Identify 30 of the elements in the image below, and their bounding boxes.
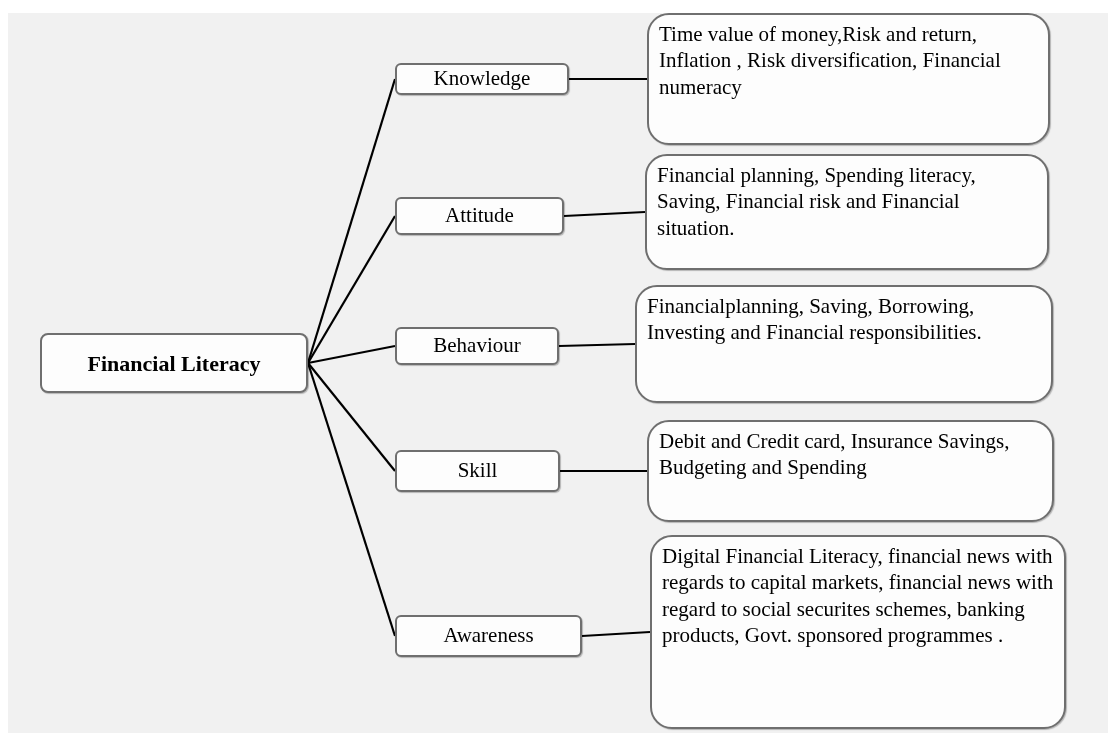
description-text: Financialplanning, Saving, Borrowing, Investing and Financial responsibilities. <box>647 293 983 346</box>
root-box <box>40 333 308 393</box>
description-text: Time value of money,Risk and return, Inflation , Risk diversification, Financial numeracy <box>659 21 1002 100</box>
node-label: Knowledge <box>433 65 531 93</box>
category-box <box>395 327 559 365</box>
description-box <box>635 285 1053 403</box>
connector-line <box>558 342 636 348</box>
description-box <box>650 535 1066 729</box>
description-box <box>645 154 1049 270</box>
node-label: Attitude <box>445 202 514 230</box>
node-label: Financial Literacy <box>87 349 261 378</box>
description-text: Debit and Credit card, Insurance Savings, Budgeting and Spending <box>659 428 1011 481</box>
connector-line <box>581 630 651 638</box>
category-box <box>395 615 582 657</box>
node-label: Behaviour <box>433 332 521 360</box>
node-label: Awareness <box>443 622 534 650</box>
category-box <box>395 63 569 95</box>
category-box <box>395 450 560 492</box>
connector-line <box>563 210 646 218</box>
connector-line <box>307 344 396 365</box>
description-box <box>647 420 1054 522</box>
category-box <box>395 197 564 235</box>
description-text: Financial planning, Spending literacy, Saving, Financial risk and Financial situation. <box>657 162 977 241</box>
description-box <box>647 13 1050 145</box>
node-label: Skill <box>457 457 498 485</box>
connector-line <box>560 469 647 473</box>
connector-line <box>307 362 396 472</box>
connector-line <box>307 215 396 364</box>
description-text: Digital Financial Literacy, financial news with regards to capital markets, financial news with regard to social securites schemes, banking products, Govt. sponsored programmes . <box>662 543 1054 648</box>
connector-line <box>569 77 647 81</box>
